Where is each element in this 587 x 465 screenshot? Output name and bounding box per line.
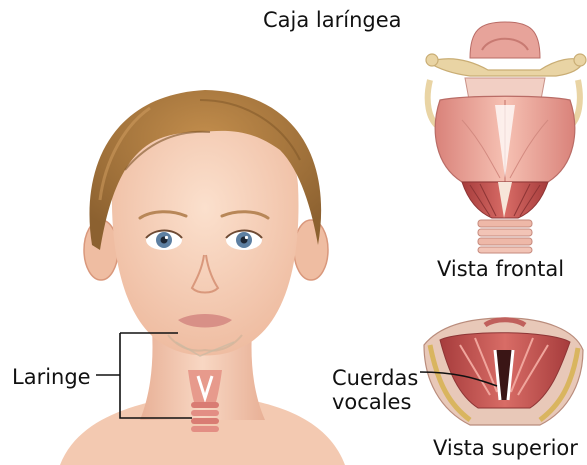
cuerdas-vocales-line1: Cuerdas	[332, 366, 418, 390]
larynx-frontal-view	[426, 22, 586, 253]
caja-laringea-label: Caja laríngea	[263, 10, 402, 31]
left-eye	[146, 230, 182, 250]
right-ear	[294, 220, 328, 280]
larynx-superior-view	[424, 318, 583, 425]
laringe-label: Laringe	[12, 367, 91, 388]
child-figure	[60, 90, 345, 465]
right-eye	[226, 230, 262, 250]
vista-superior-label: Vista superior	[433, 438, 578, 459]
cuerdas-vocales-line2: vocales	[332, 390, 418, 414]
cuerdas-vocales-label: Cuerdas vocales	[332, 366, 418, 414]
vista-frontal-label: Vista frontal	[437, 259, 564, 280]
